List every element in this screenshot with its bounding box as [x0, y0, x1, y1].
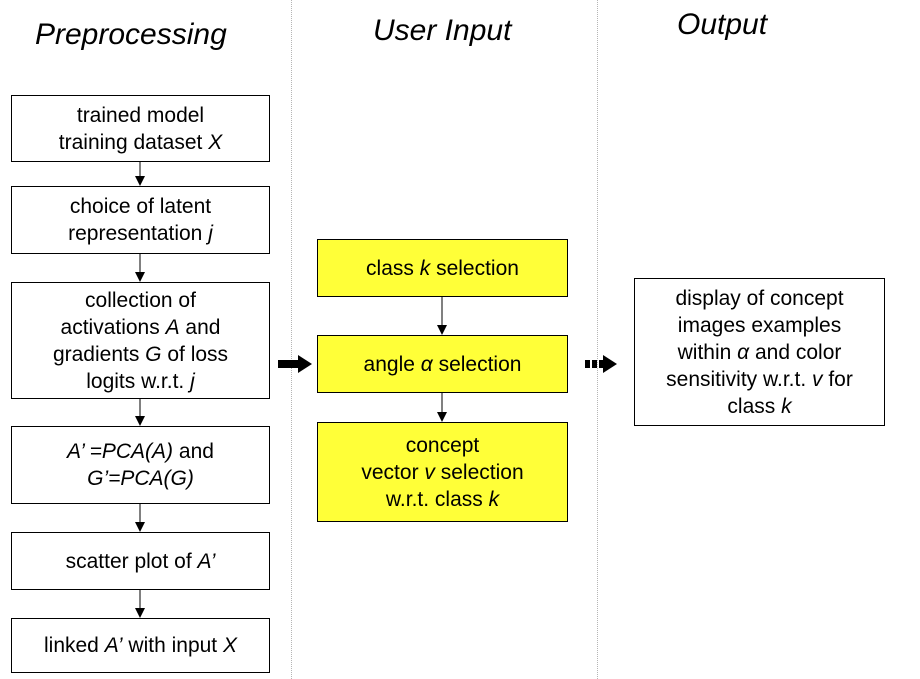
text-run: v [424, 460, 435, 484]
text-run: v [812, 367, 823, 391]
text-run: A’ =PCA(A) [67, 440, 174, 463]
text-run: and [179, 315, 221, 339]
box-text: linked A’ with input X [44, 632, 237, 659]
text-run: scatter plot of [65, 549, 198, 573]
text-run: class [727, 394, 782, 418]
text-run: j [190, 369, 195, 393]
text-run: and [173, 440, 214, 463]
text-run: and color [749, 340, 842, 364]
text-run: X [208, 130, 223, 154]
text-run: G [145, 342, 162, 366]
box-scatter-plot: scatter plot of A’ [11, 532, 270, 590]
box-text-line: gradients G of loss [53, 341, 228, 368]
box-text-line: representation j [68, 220, 213, 247]
text-run: j [208, 222, 213, 245]
text-run: concept [405, 433, 480, 457]
box-class-selection: class k selection [317, 239, 568, 297]
text-run: k [488, 487, 500, 511]
text-run: activations [60, 315, 166, 339]
text-run: A’ [197, 549, 216, 573]
text-run: training dataset [58, 130, 209, 154]
box-text-line: concept [361, 432, 523, 459]
box-text-line: w.r.t. class k [361, 486, 523, 513]
box-text-line: activations A and [53, 314, 228, 341]
header-preprocessing: Preprocessing [35, 18, 227, 51]
box-text-line: images examples [666, 312, 853, 339]
box-text-line: linked A’ with input X [44, 632, 237, 659]
text-run: linked [43, 634, 105, 657]
text-run: k [781, 394, 792, 418]
text-run: of loss [161, 342, 229, 366]
box-text-line: angle α selection [364, 351, 522, 378]
text-run: selection [430, 256, 519, 280]
box-text: class k selection [366, 255, 519, 282]
box-text-line: training dataset X [59, 129, 222, 156]
text-run: w.r.t. class [385, 487, 489, 511]
column-separator-1 [291, 0, 292, 679]
text-run: k [419, 256, 431, 280]
text-run: selection [434, 460, 524, 484]
text-run: for [822, 367, 853, 391]
arrow-right-input-to-output [585, 355, 617, 373]
text-run: A [165, 315, 180, 339]
box-text: angle α selection [364, 351, 522, 378]
box-text-line: trained model [59, 102, 222, 129]
box-text-line: logits w.r.t. j [53, 368, 228, 395]
text-run: α [737, 340, 750, 364]
box-text-line: display of concept [666, 285, 853, 312]
text-run: logits w.r.t. [86, 369, 191, 393]
box-text-line: collection of [53, 287, 228, 314]
text-run: with input [122, 634, 223, 657]
arrow-right-preprocess-to-input [278, 355, 312, 373]
text-run: gradients [52, 342, 146, 366]
text-run: choice of latent [69, 195, 212, 218]
box-linked-input: linked A’ with input X [11, 618, 270, 673]
column-separator-2 [597, 0, 598, 679]
text-run: A’ [104, 634, 123, 657]
box-text-line: within α and color [666, 339, 853, 366]
text-run: within [677, 340, 738, 364]
box-angle-selection: angle α selection [317, 335, 568, 393]
box-text-line: G’=PCA(G) [67, 465, 214, 492]
text-run: sensitivity w.r.t. [666, 367, 813, 391]
text-run: X [222, 634, 237, 657]
text-run: display of concept [675, 286, 844, 310]
box-text-line: choice of latent [68, 193, 213, 220]
text-run: representation [68, 222, 209, 245]
header-output: Output [677, 8, 768, 41]
text-run: trained model [76, 103, 205, 127]
box-text-line: A’ =PCA(A) and [67, 438, 214, 465]
text-run: images examples [677, 313, 842, 337]
text-run: angle [363, 352, 421, 376]
text-run: G’=PCA(G) [87, 467, 194, 490]
box-text-line: vector v selection [361, 459, 523, 486]
box-text-line: scatter plot of A’ [66, 548, 216, 575]
text-run: α [420, 352, 433, 376]
text-run: collection of [85, 288, 196, 312]
text-run: selection [432, 352, 522, 376]
box-text-line: sensitivity w.r.t. v for [666, 366, 853, 393]
text-run: class [366, 256, 420, 280]
text-run: vector [361, 460, 425, 484]
box-text-line: class k [666, 393, 853, 420]
header-user-input: User Input [373, 14, 512, 47]
box-text: scatter plot of A’ [66, 548, 216, 575]
box-text-line: class k selection [366, 255, 519, 282]
